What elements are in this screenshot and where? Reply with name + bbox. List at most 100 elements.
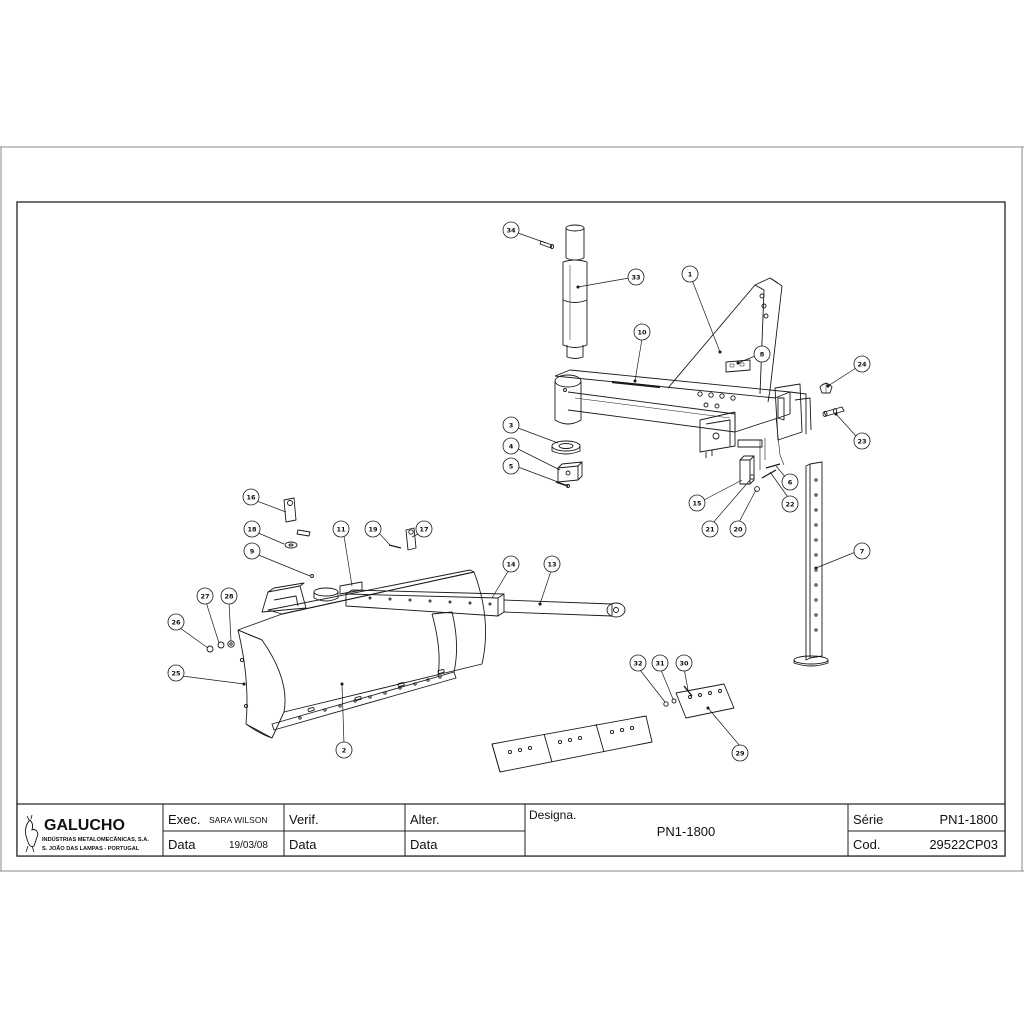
callout-1 — [681, 265, 699, 283]
callout-label: 5 — [509, 463, 514, 471]
callout-label: 17 — [419, 526, 428, 534]
callout-34 — [502, 221, 520, 239]
part-32-nut — [663, 701, 669, 707]
callout-19 — [364, 520, 382, 538]
part-1-main-frame — [554, 277, 812, 470]
callout-13 — [543, 555, 561, 573]
part-22-pin — [761, 469, 777, 479]
part-29-edge-plate — [675, 683, 735, 719]
title-block: GALUCHO INDÚSTRIAS METALOMECÂNICAS, S.A.… — [16, 803, 1006, 857]
part-15-sleeve — [739, 455, 755, 485]
serie-label: Série — [853, 812, 883, 827]
callout-label: 16 — [246, 494, 256, 502]
part-6-pin — [765, 463, 781, 469]
part-8-label-plate — [725, 359, 751, 373]
part-7-stand — [793, 461, 829, 667]
company-line1: INDÚSTRIAS METALOMECÂNICAS, S.A. — [42, 836, 149, 843]
callout-2 — [335, 741, 353, 759]
part-26-washer — [206, 645, 214, 653]
part-13-arm — [503, 599, 626, 618]
part-3-washer — [551, 440, 581, 455]
part-5-bolt — [555, 481, 570, 488]
callout-label: 21 — [705, 526, 715, 534]
callout-label: 25 — [171, 670, 181, 678]
callout-label: 15 — [692, 500, 702, 508]
callout-33 — [627, 268, 645, 286]
callout-7 — [853, 542, 871, 560]
galucho-logo-icon — [25, 814, 39, 853]
callout-label: 24 — [857, 361, 867, 369]
company-name: GALUCHO — [44, 817, 125, 834]
callout-label: 2 — [342, 747, 347, 755]
callout-label: 1 — [688, 271, 693, 279]
callout-9 — [243, 542, 261, 560]
callouts — [167, 221, 871, 762]
callout-14 — [502, 555, 520, 573]
callout-labels: 34 33 1 10 8 24 23 3 4 5 15 21 20 22 6 7… — [171, 227, 867, 758]
designation-value: PN1-1800 — [657, 824, 716, 839]
callout-22 — [781, 495, 799, 513]
part-19-pin — [388, 544, 402, 549]
verif-date-label: Data — [289, 837, 317, 852]
callout-label: 13 — [547, 561, 556, 569]
part-34-pin — [539, 240, 555, 249]
part-16-pin-bracket — [283, 497, 311, 537]
callout-18 — [243, 520, 261, 538]
part-33-shaft — [562, 224, 588, 359]
callout-31 — [651, 654, 669, 672]
callout-label: 4 — [509, 443, 514, 451]
callout-3 — [502, 416, 520, 434]
callout-label: 30 — [679, 660, 689, 668]
callout-label: 19 — [368, 526, 378, 534]
part-25-blade — [237, 569, 486, 739]
alter-date-label: Data — [410, 837, 438, 852]
cod-label: Cod. — [853, 837, 880, 852]
part-14-adjuster-tube — [345, 589, 505, 617]
verif-label: Verif. — [289, 812, 319, 827]
callout-6 — [781, 473, 799, 491]
parts-artwork — [206, 224, 845, 773]
callout-label: 10 — [637, 329, 647, 337]
part-20-nut — [754, 486, 760, 492]
cod-value: 29522CP03 — [929, 837, 998, 852]
callout-label: 26 — [171, 619, 181, 627]
callout-27 — [196, 587, 214, 605]
exec-date-value: 19/03/08 — [229, 840, 268, 851]
part-4-bracket — [557, 461, 583, 483]
callout-label: 29 — [735, 750, 745, 758]
callout-10 — [633, 323, 651, 341]
part-blade-mount — [261, 582, 339, 613]
callout-11 — [332, 520, 350, 538]
callout-24 — [853, 355, 871, 373]
alter-label: Alter. — [410, 812, 440, 827]
callout-4 — [502, 437, 520, 455]
part-30-bolt — [683, 685, 693, 697]
callout-label: 20 — [733, 526, 743, 534]
part-24-knob — [819, 382, 833, 394]
callout-15 — [688, 494, 706, 512]
callout-23 — [853, 432, 871, 450]
callout-29 — [731, 744, 749, 762]
callout-30 — [675, 654, 693, 672]
callout-21 — [701, 520, 719, 538]
part-9-bolt — [310, 574, 314, 578]
part-17-clip — [405, 527, 417, 551]
callout-28 — [220, 587, 238, 605]
leader-lines — [179, 232, 859, 747]
callout-label: 18 — [247, 526, 257, 534]
drawing-frame — [16, 201, 1006, 857]
callout-label: 32 — [633, 660, 642, 668]
callout-label: 9 — [250, 548, 255, 556]
callout-label: 34 — [506, 227, 516, 235]
part-23-pin — [822, 406, 845, 417]
callout-label: 33 — [631, 274, 640, 282]
part-27-washer — [217, 641, 225, 649]
callout-label: 22 — [785, 501, 794, 509]
callout-8 — [753, 345, 771, 363]
callout-25 — [167, 664, 185, 682]
callout-26 — [167, 613, 185, 631]
designation-label: Designa. — [529, 808, 576, 822]
serie-value: PN1-1800 — [939, 812, 998, 827]
callout-label: 8 — [760, 351, 765, 359]
